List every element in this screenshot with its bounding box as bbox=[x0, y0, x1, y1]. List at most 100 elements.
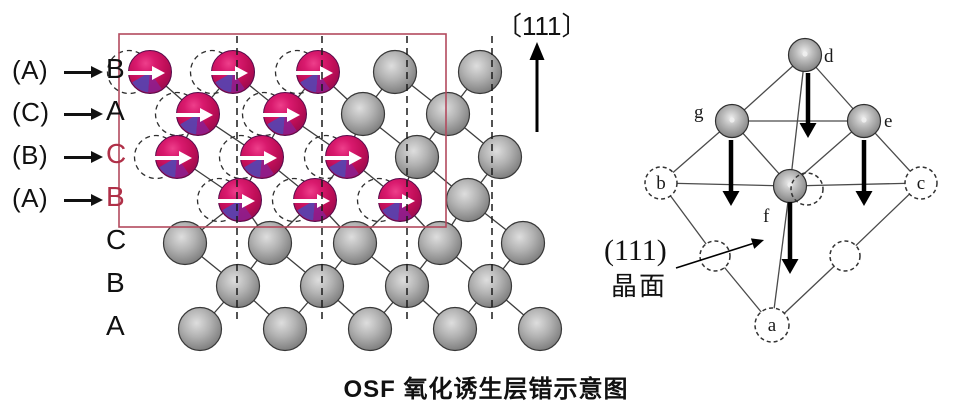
figure-caption: OSF 氧化诱生层错示意图 bbox=[343, 376, 629, 403]
displaced-atom bbox=[239, 135, 284, 179]
sphere-shade-wedge bbox=[260, 157, 274, 178]
displaced-atom bbox=[377, 178, 422, 222]
row-label-6: B bbox=[12, 267, 142, 303]
si-atom bbox=[215, 263, 261, 309]
displacement-arrow-head bbox=[781, 259, 799, 274]
ghost-atom-circle bbox=[829, 240, 861, 272]
displaced-atom bbox=[210, 50, 255, 94]
sphere-shade-wedge bbox=[297, 200, 315, 221]
ghost-of-f-circle bbox=[790, 172, 824, 206]
becomes-arrow-icon bbox=[64, 108, 103, 120]
sphere-shade-wedge bbox=[222, 200, 240, 221]
atom-label-a: a bbox=[768, 315, 777, 336]
sphere-shade-wedge bbox=[313, 200, 327, 221]
si-atom bbox=[262, 306, 308, 352]
right-ghost-atoms bbox=[644, 166, 938, 343]
plane-crystal-face-label: 晶面 bbox=[611, 272, 668, 301]
row-label-prefix: (C) bbox=[12, 97, 50, 127]
displaced-atom bbox=[262, 92, 307, 136]
sphere-shade-wedge bbox=[215, 72, 233, 93]
si-atom bbox=[445, 177, 491, 223]
ghost-atom-circle bbox=[644, 166, 678, 200]
right-solid-atoms bbox=[714, 37, 882, 204]
sphere-shade-wedge bbox=[159, 157, 177, 178]
si-atom bbox=[517, 306, 563, 352]
row-label-4: (A)B bbox=[12, 181, 142, 217]
row-label-prefix: (A) bbox=[12, 55, 49, 85]
plane-annotation-arrow-shaft bbox=[675, 242, 753, 269]
sphere-shade-wedge bbox=[329, 157, 347, 178]
stacking-letter: C bbox=[106, 224, 127, 255]
shift-arrow-head bbox=[402, 194, 415, 208]
stacking-letter: C bbox=[106, 138, 127, 169]
si-atom bbox=[500, 220, 546, 266]
sphere-shade-wedge bbox=[175, 157, 189, 178]
si-atom bbox=[332, 220, 378, 266]
row-label-2: (C) A bbox=[12, 95, 142, 131]
sphere-shade-wedge bbox=[238, 200, 252, 221]
sphere-shade-wedge bbox=[345, 157, 359, 178]
si-atom bbox=[340, 91, 386, 137]
sphere-shade-wedge bbox=[196, 114, 210, 135]
becomes-arrow-icon bbox=[64, 66, 103, 78]
stacking-letter: B bbox=[106, 267, 125, 298]
atom-label-e: e bbox=[884, 111, 892, 132]
sphere-shade-wedge bbox=[316, 72, 330, 93]
sphere-shade-wedge bbox=[244, 157, 262, 178]
displaced-atom bbox=[127, 50, 172, 94]
row-label-1: (A) B bbox=[12, 53, 142, 89]
displaced-atom bbox=[175, 92, 220, 136]
displacement-arrow-head bbox=[722, 191, 740, 206]
left-atoms bbox=[127, 49, 563, 352]
si-atom bbox=[372, 49, 418, 95]
displaced-atom bbox=[217, 178, 262, 222]
si-atom bbox=[425, 91, 471, 137]
specular-dot bbox=[729, 117, 735, 123]
sphere-shade-wedge bbox=[267, 114, 285, 135]
shift-arrow-head bbox=[317, 194, 330, 208]
stacking-letter: A bbox=[106, 95, 125, 126]
shift-arrow-head bbox=[349, 151, 362, 165]
direction-111-arrow-head bbox=[529, 42, 545, 60]
si-atom bbox=[477, 134, 523, 180]
shift-arrow-head bbox=[242, 194, 255, 208]
atom-label-g: g bbox=[694, 102, 704, 123]
atom-label-c: c bbox=[917, 173, 925, 194]
stacking-letter: A bbox=[106, 310, 125, 341]
plane-annotation-arrow-head bbox=[750, 238, 764, 249]
si-atom bbox=[394, 134, 440, 180]
sphere-shade-wedge bbox=[283, 114, 297, 135]
row-label-prefix: (A) bbox=[12, 183, 49, 213]
shift-arrow-head bbox=[235, 66, 248, 80]
row-label-7: A bbox=[12, 310, 142, 346]
shift-arrow-head bbox=[320, 66, 333, 80]
stacking-letter: B bbox=[106, 53, 125, 84]
si-atom bbox=[162, 220, 208, 266]
becomes-arrow-icon bbox=[64, 194, 103, 206]
specular-dot bbox=[802, 51, 808, 57]
specular-dot bbox=[861, 117, 867, 123]
atom-label-b: b bbox=[656, 173, 666, 194]
row-label-3: (B)C bbox=[12, 138, 142, 174]
si-atom bbox=[457, 49, 503, 95]
shift-arrow-head bbox=[200, 108, 213, 122]
ghost-atom-circle bbox=[754, 307, 790, 343]
si-atom bbox=[347, 306, 393, 352]
row-label-5: C bbox=[12, 224, 142, 260]
displaced-atom bbox=[154, 135, 199, 179]
displaced-atom bbox=[324, 135, 369, 179]
displacement-arrow-head bbox=[855, 191, 873, 206]
sphere-shade-wedge bbox=[180, 114, 198, 135]
plane-111-label: (111) bbox=[604, 234, 667, 267]
si-atom bbox=[177, 306, 223, 352]
shift-arrow-head bbox=[264, 151, 277, 165]
si-atom bbox=[247, 220, 293, 266]
shift-arrow-head bbox=[179, 151, 192, 165]
right-displacement-arrows bbox=[722, 73, 873, 274]
sphere-shade-wedge bbox=[132, 72, 150, 93]
atom-label-d: d bbox=[824, 46, 834, 67]
ghost-atom-circle bbox=[904, 166, 938, 200]
si-atom bbox=[467, 263, 513, 309]
